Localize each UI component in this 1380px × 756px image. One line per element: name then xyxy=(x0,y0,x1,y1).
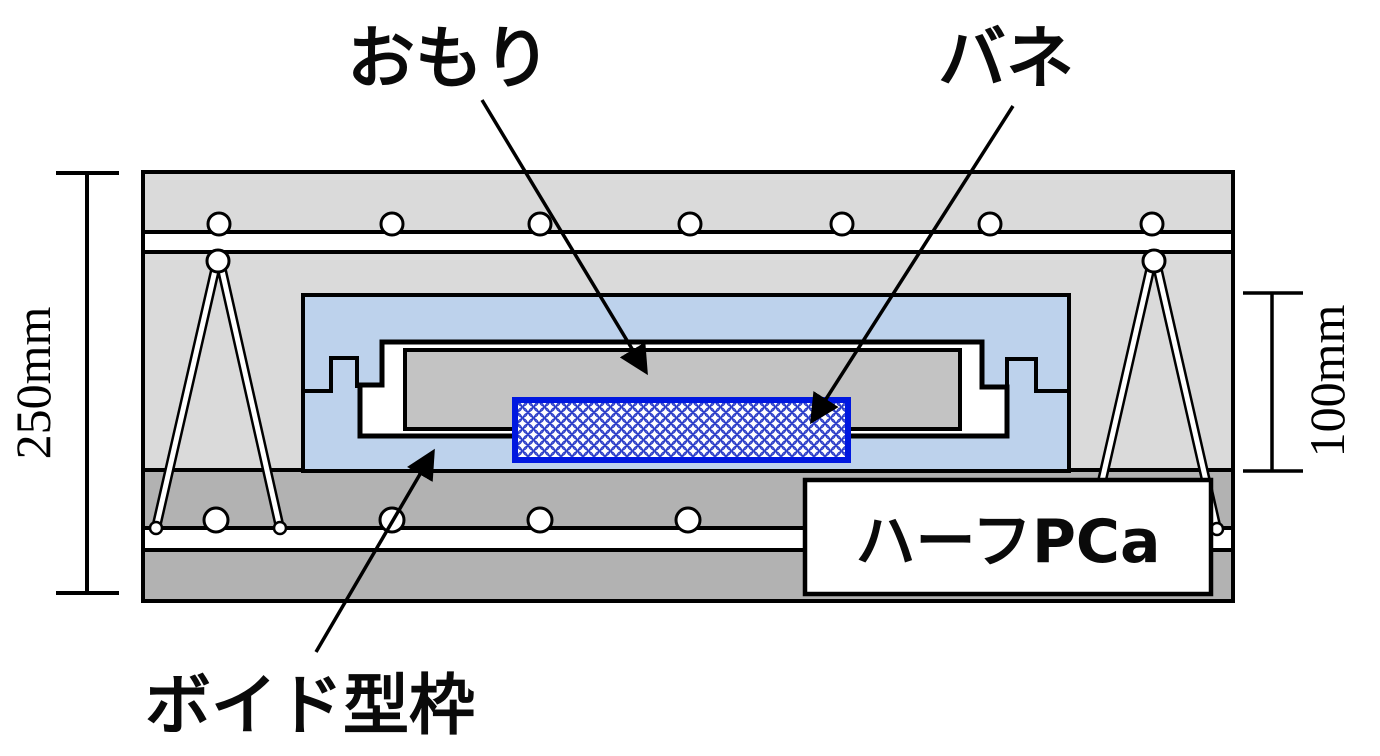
rebar-circle xyxy=(202,506,230,534)
spring-leader-arrow xyxy=(809,105,1015,425)
spring-label: バネ xyxy=(938,20,1074,99)
lattice-truss-left xyxy=(148,248,288,536)
overall-height-dimension-label: 250mm xyxy=(5,307,61,460)
rebar-circle xyxy=(977,211,1003,237)
truss-top-chord-circle xyxy=(205,248,231,274)
void-form-leader-arrow xyxy=(314,448,435,653)
dimension-line-void xyxy=(1243,291,1303,473)
rebar-circle xyxy=(1139,211,1165,237)
top-rebar-row xyxy=(206,211,1165,237)
weight-label: おもり xyxy=(347,20,551,99)
truss-foot-circle xyxy=(148,520,164,536)
dimension-line-overall xyxy=(56,171,119,595)
rebar-circle xyxy=(527,211,553,237)
truss-foot-circle xyxy=(272,520,288,536)
rebar-circle xyxy=(829,211,855,237)
half-pca-label: ハーフPCa xyxy=(856,507,1161,577)
void-form-label: ボイド型枠 xyxy=(145,667,475,744)
rebar-circle xyxy=(674,506,702,534)
truss-top-chord-circle xyxy=(1141,248,1167,274)
rebar-circle xyxy=(379,211,405,237)
rebar-circle xyxy=(526,506,554,534)
rebar-circle xyxy=(206,211,232,237)
spring-block xyxy=(512,397,851,463)
weight-leader-arrow xyxy=(480,99,648,376)
void-step-profile-right xyxy=(1005,357,1068,393)
half-pca-label-box xyxy=(802,477,1214,597)
void-height-dimension-label: 100mm xyxy=(1299,305,1355,458)
rebar-circle xyxy=(677,211,703,237)
